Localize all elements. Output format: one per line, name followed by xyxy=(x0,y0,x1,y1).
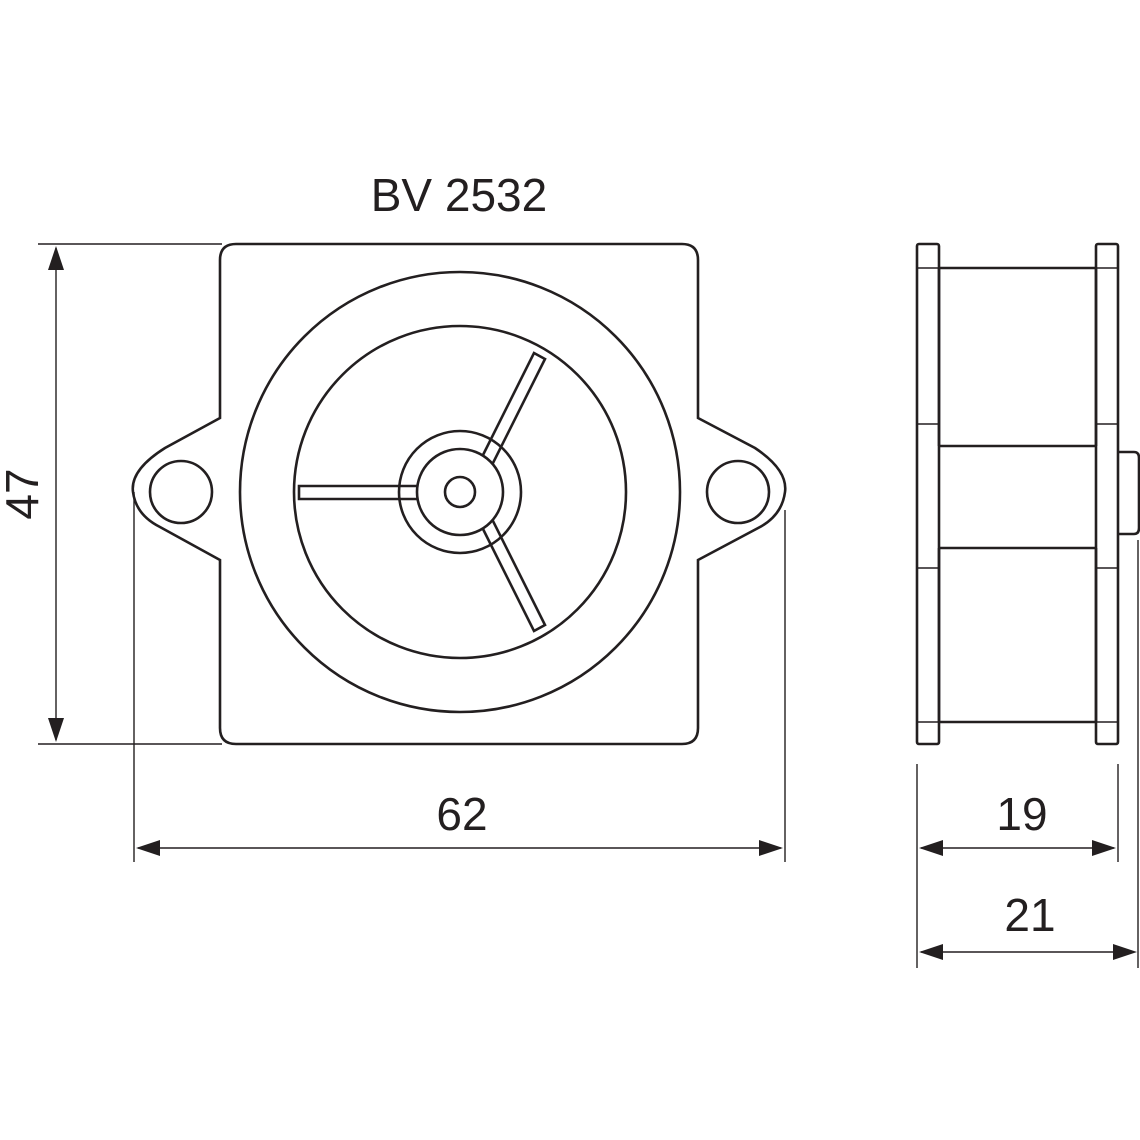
height-arrow-bottom xyxy=(48,718,64,742)
depth-inner-dimension: 19 xyxy=(916,764,1119,968)
width-arrow-left xyxy=(136,840,160,856)
depth-inner-arrow-left xyxy=(919,840,943,856)
title-label: BV 2532 xyxy=(371,169,547,221)
height-label: 47 xyxy=(0,468,48,519)
depth-outer-dimension: 21 xyxy=(919,540,1139,968)
side-body-upper xyxy=(917,266,1118,448)
depth-inner-arrow-right xyxy=(1092,840,1116,856)
spoke-left xyxy=(297,484,422,501)
mounting-hole-right xyxy=(705,459,771,525)
outer-ring xyxy=(238,270,682,714)
side-view xyxy=(915,242,1140,746)
side-hub-knob xyxy=(1118,450,1140,536)
height-arrow-top xyxy=(48,246,64,270)
side-flange-right xyxy=(1094,242,1120,746)
flange-outline xyxy=(131,242,787,746)
side-body-lower xyxy=(917,546,1118,724)
inner-ring xyxy=(292,324,628,660)
depth-outer-label: 21 xyxy=(1004,889,1055,941)
front-view xyxy=(131,242,787,746)
width-arrow-right xyxy=(759,840,783,856)
width-dimension: 62 xyxy=(133,492,786,862)
hub-outer xyxy=(397,429,523,555)
hub-hole xyxy=(443,475,477,509)
depth-outer-arrow-right xyxy=(1113,944,1137,960)
side-flange-left xyxy=(915,242,941,746)
spoke-lower xyxy=(479,517,547,633)
depth-outer-arrow-left xyxy=(919,944,943,960)
height-dimension: 47 xyxy=(0,243,222,745)
spoke-upper xyxy=(479,351,547,467)
mounting-hole-left xyxy=(148,459,214,525)
hub-inner xyxy=(415,447,505,537)
depth-inner-label: 19 xyxy=(996,788,1047,840)
width-label: 62 xyxy=(436,788,487,840)
